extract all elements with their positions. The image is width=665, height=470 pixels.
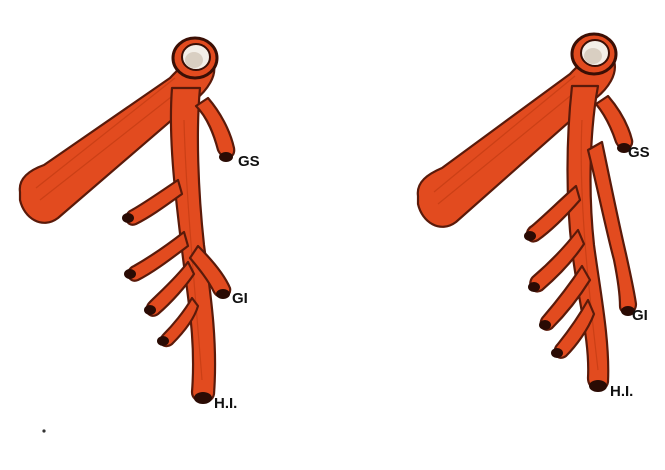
artifact-speck: [42, 429, 45, 432]
right-hi-stump: [589, 380, 607, 392]
right-vessel-diagram: GS GI H.I.: [418, 34, 650, 400]
left-gi-stump: [216, 289, 230, 299]
left-label-hi: H.I.: [214, 395, 237, 412]
left-vessel-diagram: GS GI H.I.: [20, 38, 260, 412]
right-label-hi: H.I.: [610, 383, 633, 400]
left-label-gs: GS: [238, 153, 260, 170]
right-branch-gs: [596, 96, 632, 149]
right-label-gi: GI: [632, 307, 648, 324]
right-label-gs: GS: [628, 144, 650, 161]
left-branch-gs: [196, 98, 234, 157]
left-hi-stump: [194, 392, 212, 404]
left-side-branch-1: [126, 180, 182, 225]
left-label-gi: GI: [232, 290, 248, 307]
left-gs-stump: [219, 152, 233, 162]
